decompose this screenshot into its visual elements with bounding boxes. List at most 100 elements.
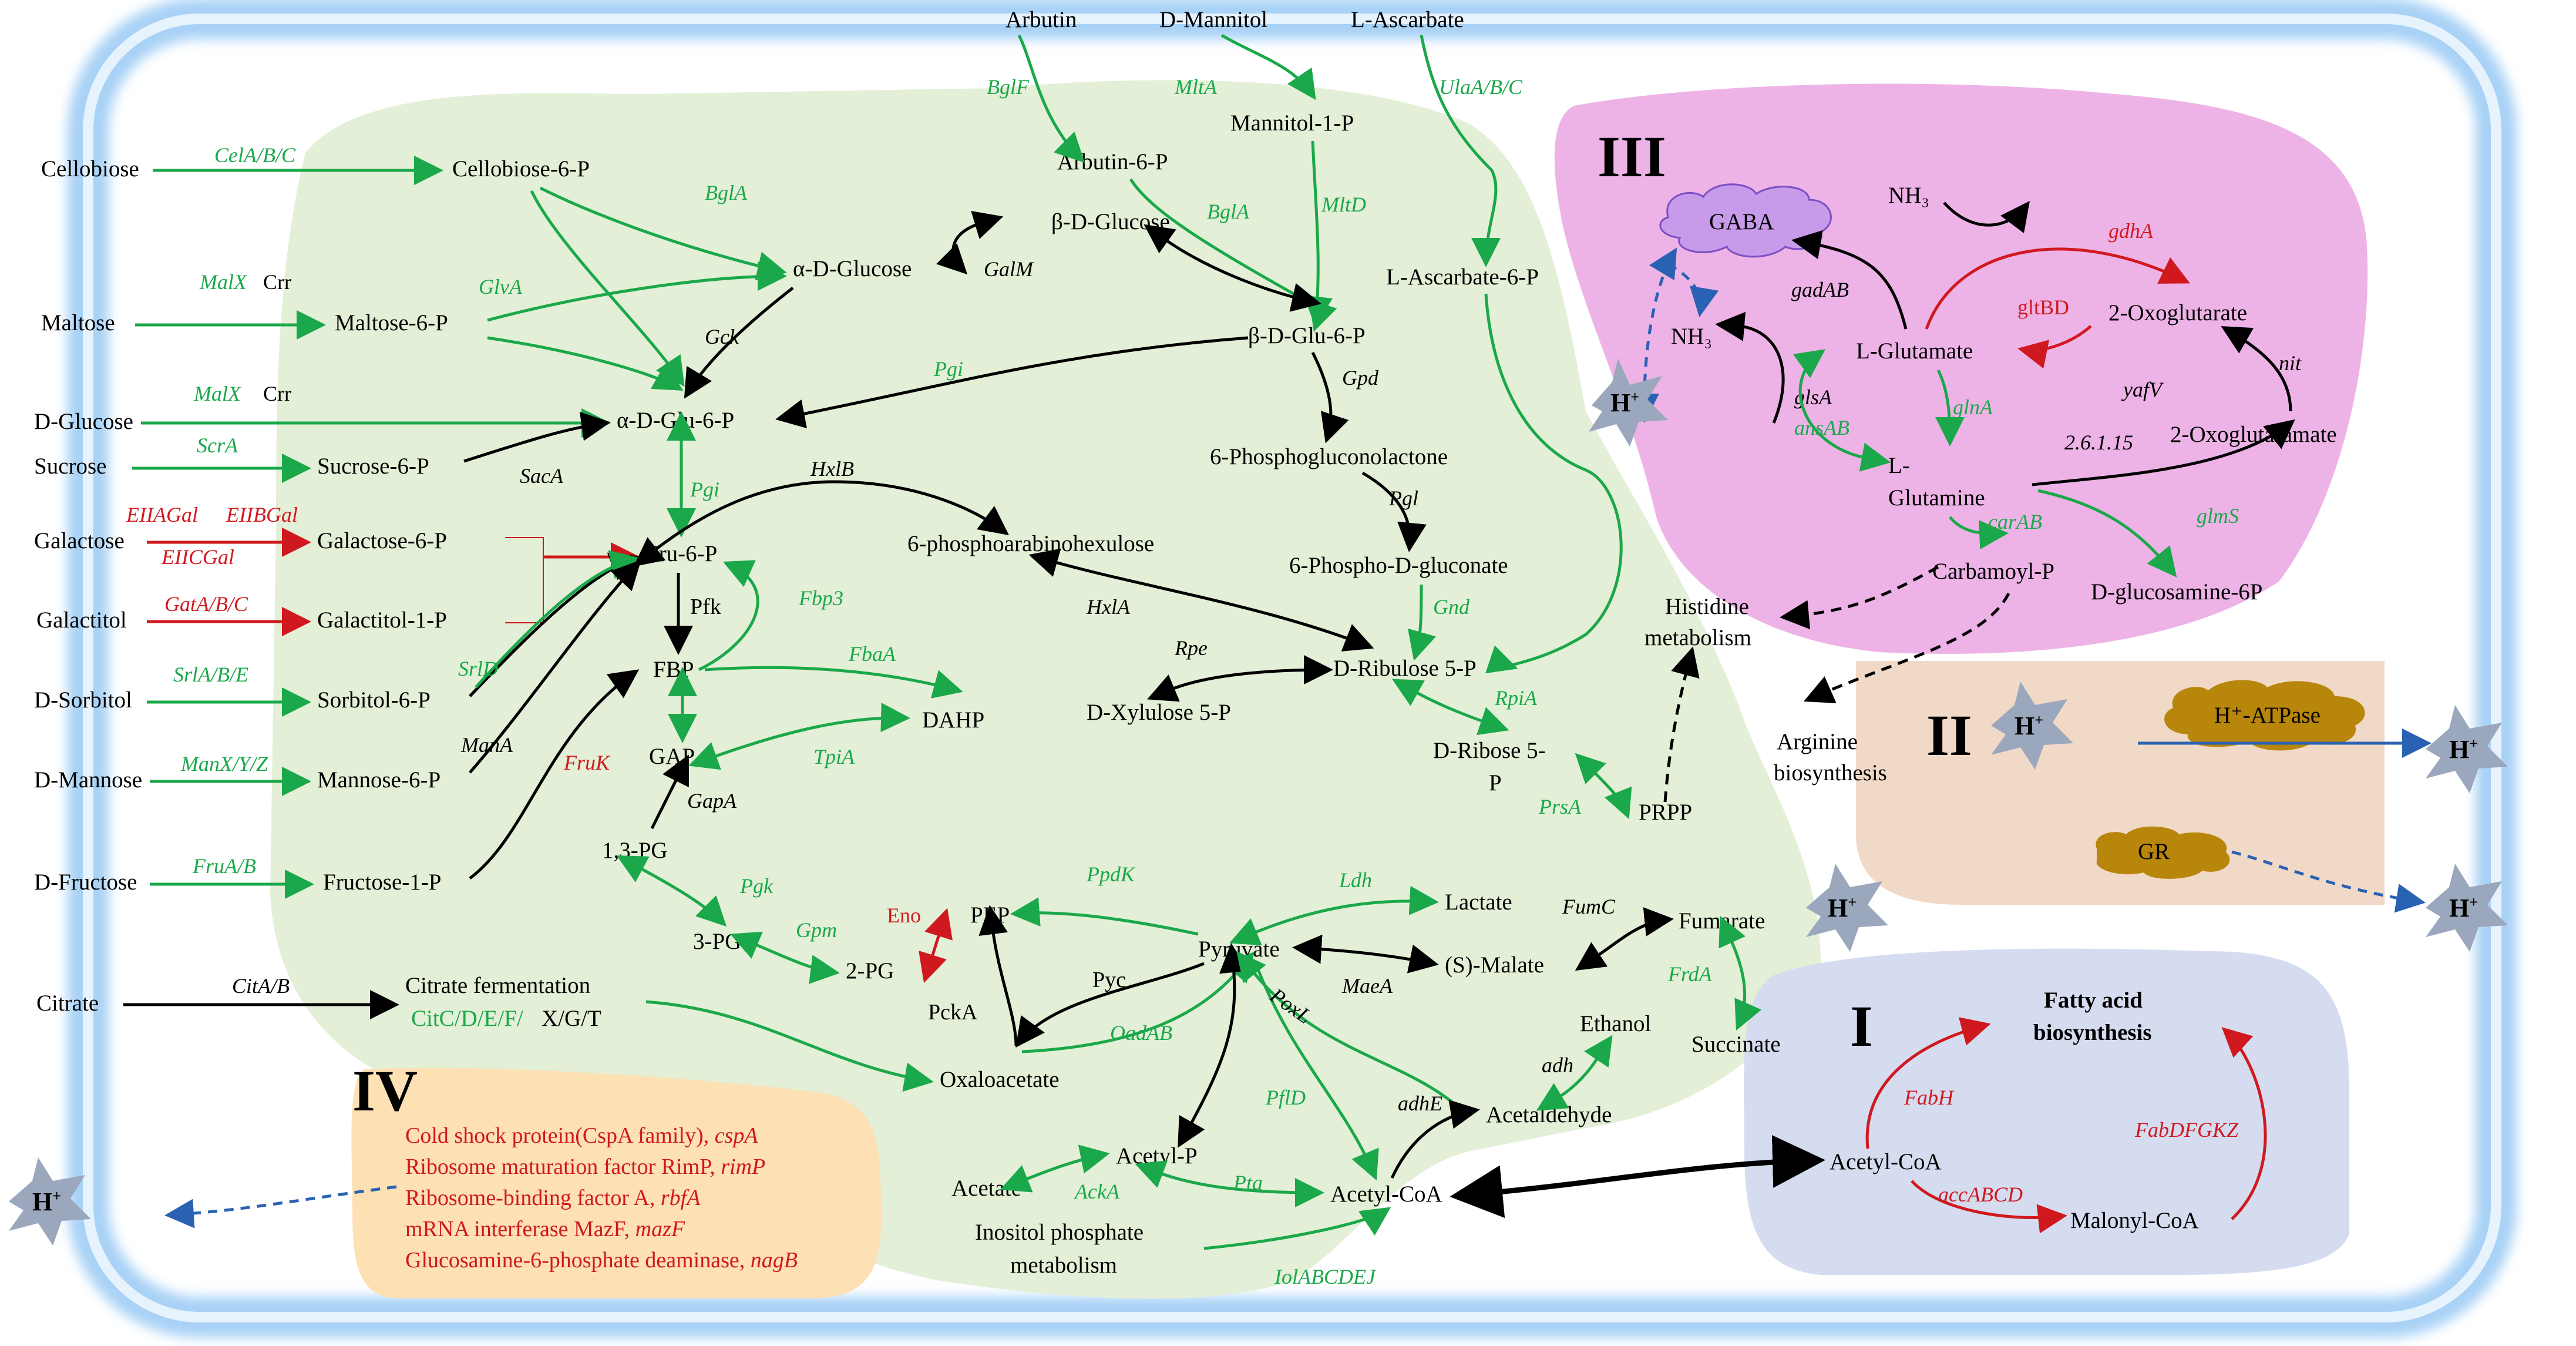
proton-label-iv: H+ bbox=[32, 1187, 61, 1216]
region-iv: Cold shock protein(CspA family), cspA Ri… bbox=[164, 1123, 798, 1273]
arrow-pcka bbox=[978, 905, 1018, 1046]
enzyme-pgl: Pgl bbox=[1388, 486, 1418, 510]
enzyme-frda: FrdA bbox=[1667, 962, 1713, 986]
enzyme-hxlb: HxlB bbox=[810, 457, 854, 481]
enzyme-prsa: PrsA bbox=[1538, 795, 1582, 818]
node-acetate: Acetate bbox=[951, 1176, 1021, 1201]
arrow-maltose6p-adglucose bbox=[487, 261, 787, 322]
gr-cloud bbox=[2096, 826, 2230, 879]
node-gluconolactone: 6-Phosphogluconolactone bbox=[1210, 444, 1448, 469]
enzyme-carab: carAB bbox=[1988, 510, 2042, 533]
enzyme-gpd: Gpd bbox=[1342, 366, 1379, 390]
enzyme-galm: GalM bbox=[984, 257, 1034, 281]
node-sorbitol6p: Sorbitol-6-P bbox=[317, 687, 431, 713]
enzyme-malx-1: MalX bbox=[199, 270, 248, 294]
enzyme-celabc: CelA/B/C bbox=[214, 143, 296, 167]
proton-label-ii-out: H+ bbox=[2449, 735, 2478, 764]
enzyme-gnd: Gnd bbox=[1433, 595, 1470, 619]
region-i-label: I bbox=[1850, 993, 1873, 1059]
arrow-carbamoyl-arginine bbox=[1803, 592, 2010, 703]
proton-label-gr-out: H+ bbox=[2449, 894, 2478, 922]
arrow-lascarbate6p-ribulose bbox=[1484, 293, 1623, 674]
proton-star-fumarate bbox=[1806, 864, 1888, 952]
arrow-fbaa bbox=[704, 666, 963, 699]
node-gluconate: 6-Phospho-D-gluconate bbox=[1289, 553, 1508, 578]
node-gap: GAP bbox=[649, 744, 695, 769]
node-carbamoylp: Carbamoyl-P bbox=[1932, 559, 2054, 584]
arrow-adh bbox=[1536, 1035, 1613, 1111]
proton-label-ii-in: H+ bbox=[2015, 711, 2043, 740]
substrate-maltose: Maltose bbox=[41, 310, 115, 335]
arrow-hxla bbox=[1028, 548, 1374, 652]
substrate-galactitol: Galactitol bbox=[36, 607, 127, 633]
node-mannose6p: Mannose-6-P bbox=[317, 767, 440, 793]
node-fru6p: Fru-6-P bbox=[646, 541, 717, 566]
enzyme-citab: CitA/B bbox=[232, 974, 290, 998]
metabolites: Cellobiose-6-P Maltose-6-P Sucrose-6-P G… bbox=[317, 110, 1887, 1278]
enzyme-hxla: HxlA bbox=[1086, 595, 1131, 619]
enzyme-srlabe: SrlA/B/E bbox=[173, 663, 248, 686]
node-ethanol: Ethanol bbox=[1580, 1011, 1651, 1036]
arrow-gaba-nh3 bbox=[1667, 263, 1719, 317]
region-i-block bbox=[1744, 948, 2349, 1275]
substrate-cellobiose: Cellobiose bbox=[41, 156, 139, 182]
node-histidine-line1: Histidine bbox=[1665, 594, 1749, 619]
enzyme-oadab: OadAB bbox=[1110, 1021, 1172, 1045]
arrow-nh3-cycle bbox=[1943, 201, 2030, 233]
arrow-ldh bbox=[1229, 885, 1439, 946]
arrow-gaba-proton bbox=[1630, 247, 1677, 423]
enzyme-tpia: TpiA bbox=[813, 745, 855, 768]
arrow-gpd bbox=[1311, 351, 1349, 444]
arrow-ppdk bbox=[1010, 897, 1199, 936]
upper-arrows bbox=[463, 33, 1762, 1250]
enzyme-eno: Eno bbox=[887, 904, 921, 927]
arrow-glutamine-oxoglutaramate bbox=[2032, 419, 2295, 486]
node-cellobiose6p: Cellobiose-6-P bbox=[452, 156, 590, 182]
arrow-arbutin bbox=[1017, 34, 1085, 163]
arrow-fbp3 bbox=[698, 560, 759, 672]
node-fatty-acid-line1: Fatty acid bbox=[2044, 988, 2143, 1013]
substrate-citrate: Citrate bbox=[36, 991, 99, 1016]
enzyme-gltbd: gltBD bbox=[2017, 296, 2069, 319]
enzyme-bgla-1: BglA bbox=[705, 181, 748, 204]
proton-star-gr-out bbox=[2426, 864, 2508, 952]
enzyme-labels: BglF MltA UlaA/B/C BglA BglA MltD GlvA G… bbox=[458, 75, 1713, 1288]
arrow-cellobiose6p-adglu6p bbox=[530, 190, 685, 387]
proton-star-iv bbox=[9, 1157, 91, 1246]
arrow-poxl bbox=[1236, 951, 1469, 1117]
enzyme-bgla-2: BglA bbox=[1207, 200, 1250, 223]
region-iii-label: III bbox=[1598, 124, 1666, 189]
node-pg3: 3-PG bbox=[693, 929, 741, 954]
node-fructose1p: Fructose-1-P bbox=[323, 870, 441, 895]
enzyme-pcka: PckA bbox=[928, 1000, 978, 1025]
node-lascarbate6p: L-Ascarbate-6-P bbox=[1386, 264, 1539, 290]
node-ribose5p-line2: P bbox=[1489, 770, 1502, 795]
arrow-saca bbox=[463, 411, 611, 463]
arrow-gck bbox=[684, 287, 794, 399]
arrow-prpp-histidine bbox=[1663, 646, 1700, 803]
node-acetylcoa: Acetyl-CoA bbox=[1330, 1181, 1442, 1207]
arrow-rpe bbox=[1147, 655, 1333, 702]
enzyme-crr-1: Crr bbox=[263, 270, 291, 294]
region-iv-item-3: Ribosome-binding factor A, rbfA bbox=[405, 1186, 701, 1210]
node-pyruvate: Pyruvate bbox=[1198, 937, 1280, 962]
node-inositol-line1: Inositol phosphate bbox=[975, 1220, 1144, 1245]
arrow-glutamine-glutamate bbox=[1793, 349, 1891, 472]
region-iv-item-4: mRNA interferase MazF, mazF bbox=[405, 1217, 685, 1241]
node-acetylcoa-i: Acetyl-CoA bbox=[1830, 1149, 1942, 1174]
enzyme-bglf: BglF bbox=[987, 75, 1030, 99]
enzyme-manxyz: ManX/Y/Z bbox=[180, 752, 268, 776]
arrow-mannitol bbox=[1220, 33, 1316, 100]
enzyme-fbaa: FbaA bbox=[848, 642, 896, 666]
node-lglutamine-line2: Glutamine bbox=[1888, 485, 1985, 511]
node-smalate: (S)-Malate bbox=[1445, 952, 1544, 978]
arrow-rpia bbox=[1392, 679, 1509, 736]
enzyme-rpia: RpiA bbox=[1494, 686, 1538, 710]
enzyme-eiiagal: EIIAGal bbox=[126, 503, 198, 526]
arrow-maea bbox=[1292, 934, 1439, 974]
node-oxaloacetate: Oxaloacetate bbox=[940, 1067, 1060, 1092]
substrate-dmannose: D-Mannose bbox=[34, 767, 142, 793]
node-lactate: Lactate bbox=[1445, 889, 1512, 915]
arrow-frda bbox=[1719, 915, 1762, 1031]
enzyme-citc-green: CitC/D/E/F/ bbox=[411, 1006, 523, 1031]
